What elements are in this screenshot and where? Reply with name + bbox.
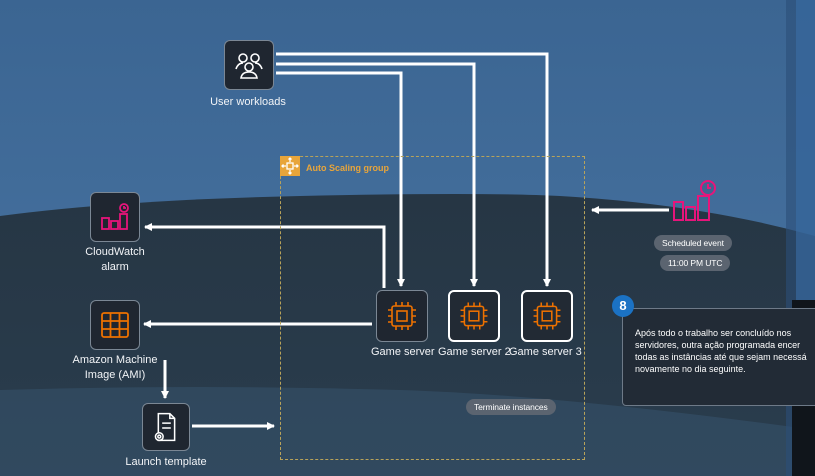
auto-scaling-group-title: Auto Scaling group	[306, 163, 389, 173]
step-number-badge[interactable]: 8	[612, 295, 634, 317]
launch-template-node[interactable]	[142, 403, 190, 451]
cloudwatch-alarm-node[interactable]	[90, 192, 140, 242]
arrow-workloads-to-server2	[276, 62, 478, 287]
arrow-server-to-cloudwatch	[144, 223, 386, 288]
terminate-instances-pill: Terminate instances	[466, 399, 556, 415]
arrow-workloads-to-server1	[276, 71, 405, 287]
chart-clock-icon	[673, 180, 716, 221]
cloudwatch-alarm-label-line1: CloudWatch	[85, 246, 145, 258]
auto-scaling-group-icon	[280, 156, 300, 176]
chip-icon	[533, 302, 561, 330]
scheduled-event-pill: Scheduled event	[654, 235, 732, 251]
cloudwatch-alarm-label-line2: alarm	[101, 261, 129, 273]
auto-scaling-group-boundary	[280, 156, 585, 460]
ami-node[interactable]	[90, 300, 140, 350]
chip-icon	[388, 302, 416, 330]
game-server-3-label: Game server 3	[509, 346, 582, 358]
ami-grid-icon	[101, 312, 129, 338]
launch-template-icon	[154, 412, 176, 442]
game-server-1-node[interactable]	[376, 290, 428, 342]
scheduled-event-node[interactable]	[670, 178, 720, 224]
launch-template-label: Launch template	[125, 456, 207, 468]
users-icon	[235, 53, 263, 79]
step-info-card: Após todo o trabalho ser concluído nos s…	[622, 308, 815, 406]
game-server-2-label: Game server 2	[438, 346, 511, 358]
user-workloads-label: User workloads	[210, 96, 286, 108]
scheduled-event-time-pill: 11:00 PM UTC	[660, 255, 731, 271]
game-server-3-node[interactable]	[521, 290, 573, 342]
chip-icon	[460, 302, 488, 330]
game-server-2-node[interactable]	[448, 290, 500, 342]
ami-label-line1: Amazon Machine	[72, 354, 158, 366]
ami-label-line2: Image (AMI)	[84, 369, 146, 381]
arrow-workloads-to-server3	[276, 52, 551, 287]
user-workloads-node[interactable]	[224, 40, 274, 90]
game-server-1-label: Game server	[371, 346, 435, 358]
cloudwatch-alarm-icon	[101, 203, 129, 230]
step-info-text: Após todo o trabalho ser concluído nos s…	[635, 328, 807, 374]
